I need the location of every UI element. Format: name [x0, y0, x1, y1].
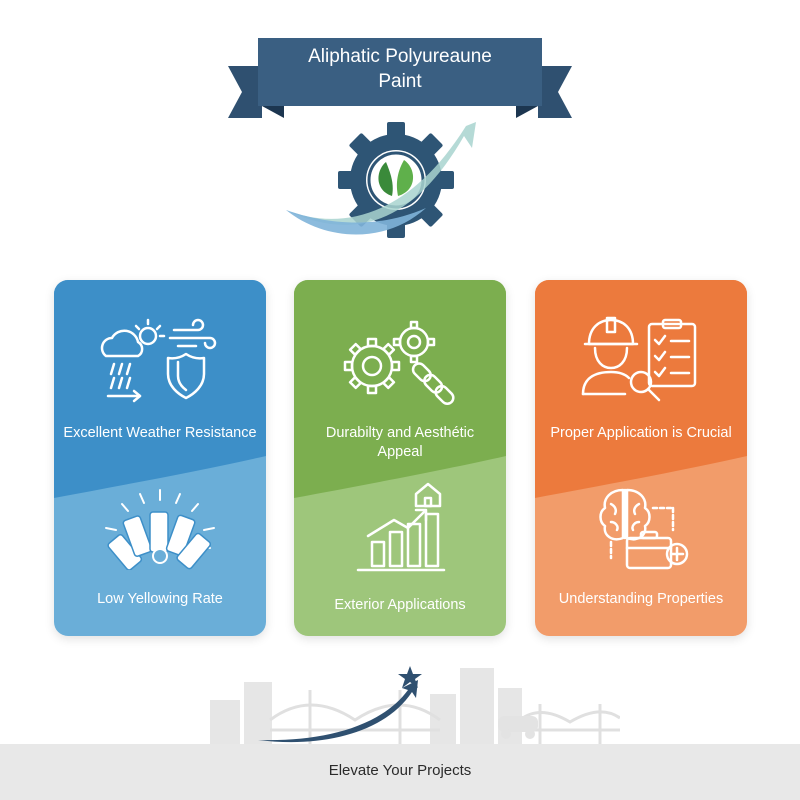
color-swatch-fan-icon — [105, 489, 215, 570]
footer-tagline: Elevate Your Projects — [328, 762, 472, 779]
house-bar-chart-icon — [356, 482, 446, 572]
gears-chain-icon — [343, 320, 455, 406]
gear-leaf-arrow-logo — [286, 122, 476, 238]
brain-toolbox-icon — [599, 488, 689, 570]
card-label-properties: Understanding Properties — [558, 591, 724, 607]
title-ribbon: Aliphatic Polyureaune Paint — [228, 34, 572, 124]
weather-shield-icon — [100, 318, 217, 403]
card-label-durability: Durabilty and Aesthétic Appeal — [325, 425, 475, 460]
card-label-application: Proper Application is Crucial — [550, 425, 732, 441]
durability-card: Durabilty and Aesthétic Appeal Exterior … — [294, 280, 506, 636]
worker-checklist-icon — [581, 316, 697, 402]
weather-resistance-card: Excellent Weather Resistance Low Yellowi… — [54, 280, 266, 636]
application-card: Proper Application is Crucial Understand… — [535, 280, 747, 636]
footer-band: Elevate Your Projects — [0, 744, 800, 800]
city-skyline-illustration — [210, 666, 620, 750]
card-label-exterior: Exterior Applications — [334, 597, 466, 613]
card-label-weather: Excellent Weather Resistance — [63, 425, 257, 441]
card-label-yellowing: Low Yellowing Rate — [97, 591, 223, 607]
page-title: Aliphatic Polyureaune Paint — [308, 46, 492, 92]
